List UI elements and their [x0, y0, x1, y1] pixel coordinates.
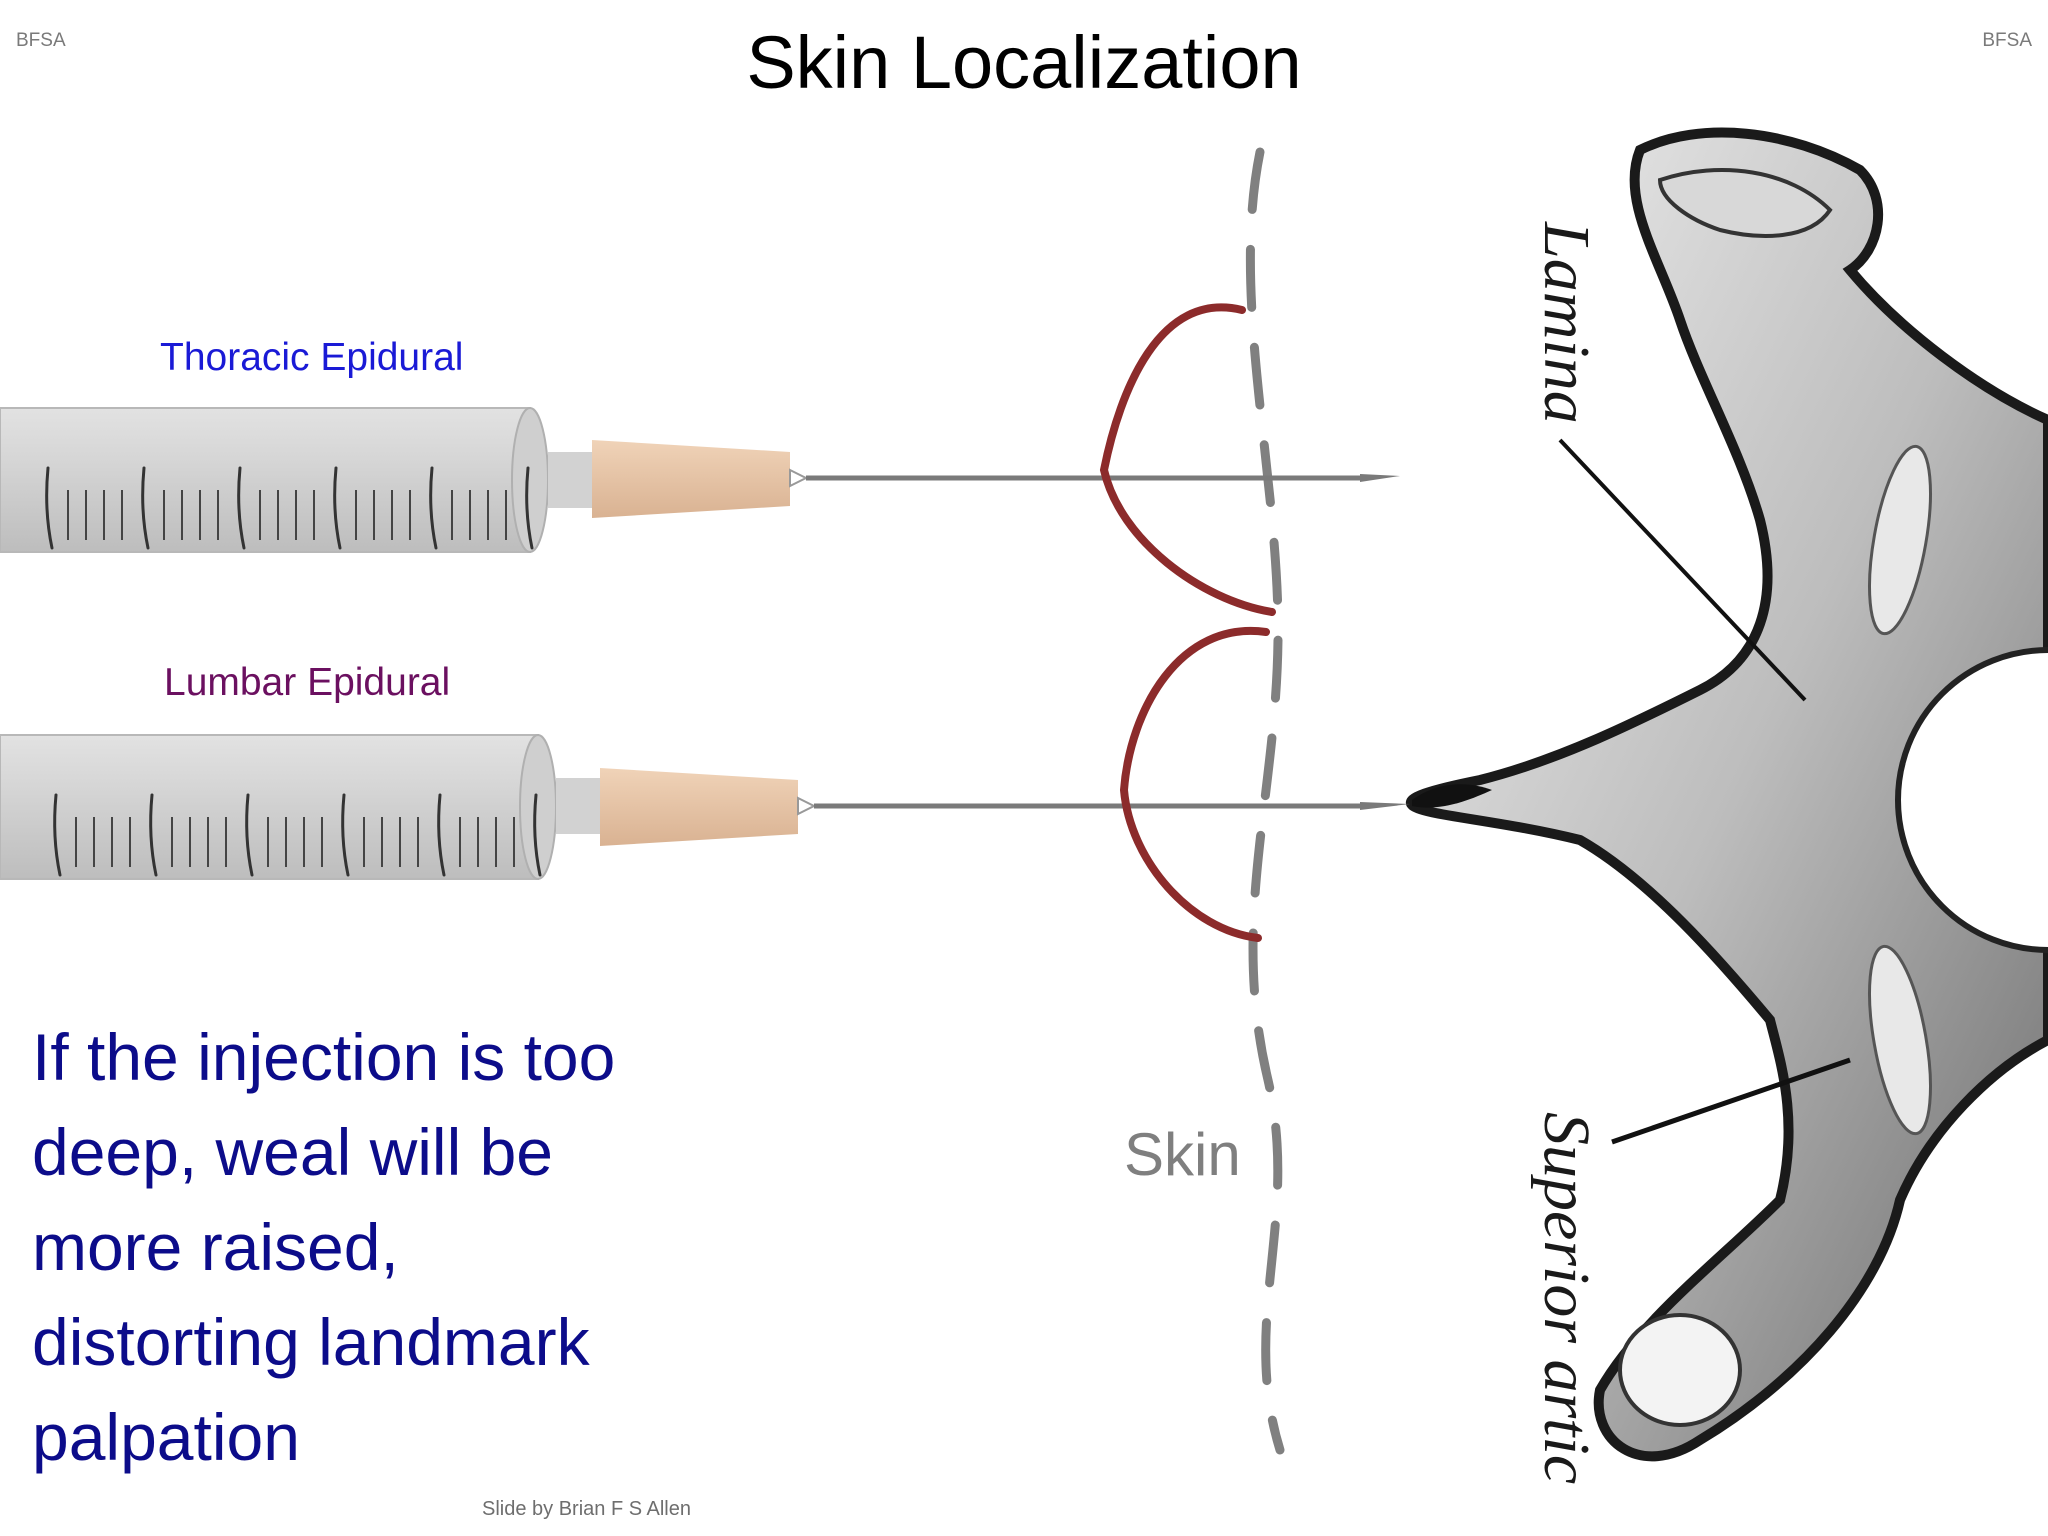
corner-mark-right: BFSA	[1982, 30, 2032, 51]
superior-articular-label: Superior artic	[1530, 1112, 1603, 1485]
syringe-barrel	[0, 407, 531, 553]
needle-hub	[600, 768, 798, 846]
corner-mark-left: BFSA	[16, 30, 66, 51]
slide-credit: Slide by Brian F S Allen	[482, 1498, 691, 1520]
lamina-label: Lamina	[1530, 222, 1603, 424]
slide-title: Skin Localization	[746, 21, 1302, 104]
skin-line	[1245, 147, 1285, 1455]
needle-hub	[592, 440, 790, 518]
explanation-text: If the injection is too deep, weal will …	[32, 1010, 752, 1485]
thoracic-epidural-label: Thoracic Epidural	[160, 336, 464, 379]
lumbar-syringe	[0, 734, 1410, 880]
explanation-line: distorting landmark	[32, 1305, 590, 1379]
lumbar-weal	[1119, 626, 1270, 942]
explanation-line: palpation	[32, 1400, 300, 1474]
thoracic-syringe	[0, 407, 1400, 553]
lumbar-epidural-label: Lumbar Epidural	[164, 661, 451, 704]
skin-label: Skin	[1124, 1121, 1241, 1188]
explanation-line: If the injection is too	[32, 1020, 616, 1094]
explanation-line: more raised,	[32, 1210, 399, 1284]
vertebra-illustration	[1405, 127, 2048, 1462]
explanation-line: deep, weal will be	[32, 1115, 553, 1189]
thoracic-weal	[1099, 303, 1276, 616]
